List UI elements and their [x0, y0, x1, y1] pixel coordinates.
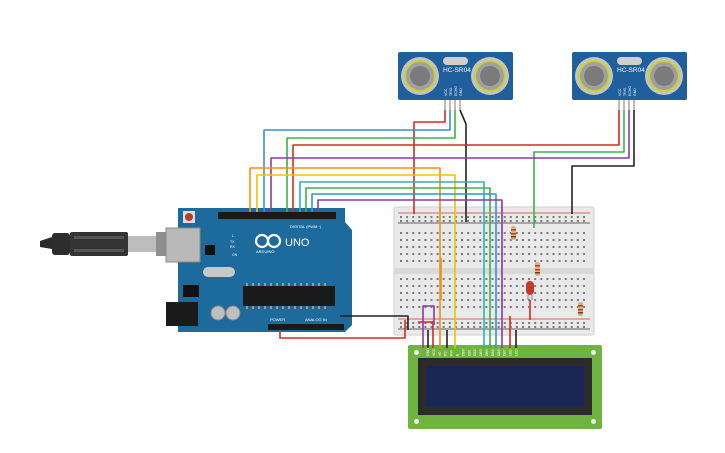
lcd-pin-label: GND — [426, 348, 430, 356]
red-led — [526, 281, 534, 300]
resistor-1 — [511, 226, 516, 240]
lcd-pin-label: DB0 — [461, 349, 465, 356]
digital-header-label: DIGITAL (PWM~) — [290, 224, 322, 229]
sensor-2-pin-trig: TRIG — [623, 87, 627, 96]
lcd-pin-label: LED — [515, 349, 519, 356]
wire-sensor2-gnd — [571, 110, 635, 214]
arduino-logo-icon — [254, 233, 282, 249]
on-led-label: ON — [232, 253, 238, 257]
analog-header-label: ANALOG IN — [305, 317, 327, 322]
resistor-2 — [535, 262, 540, 276]
sensor-1-model-label: HC-SR04 — [443, 67, 471, 74]
lcd-pin-label: E — [456, 353, 460, 356]
tx-led-label: TX — [230, 240, 235, 244]
wire-lcd-db7 — [317, 199, 503, 348]
wire-sensor2-trig — [533, 110, 625, 228]
sensor-2-model-label: HC-SR04 — [617, 67, 645, 74]
sensor-1-pin-gnd: GND — [459, 88, 463, 96]
l-led-label: L — [232, 234, 234, 238]
wire-gnd-black — [340, 315, 409, 330]
wire-lcd-db6 — [311, 193, 497, 348]
lcd-pin-label: LED — [509, 349, 513, 356]
arduino-uno-board: UNO ARDUINO DIGITAL (PWM~) POWER ANALOG … — [165, 208, 352, 332]
wire-lcd-e — [256, 174, 456, 348]
sensor-2-pin-vcc: VCC — [618, 88, 622, 96]
sensor-1-pin-echo: ECHO — [454, 86, 458, 96]
lcd-pin-label: DB1 — [467, 349, 471, 356]
wire-lcd-v0 — [422, 305, 435, 348]
sensor-2-pin-gnd: GND — [633, 88, 637, 96]
lcd-pin-label: DB4 — [485, 349, 489, 356]
lcd-screen — [426, 366, 584, 407]
sensor-1-pin-trig: TRIG — [449, 87, 453, 96]
breadboard — [393, 206, 595, 336]
usb-cable — [40, 232, 182, 256]
ultrasonic-sensor-1: HC-SR04 VCC TRIG ECHO GND — [398, 52, 513, 110]
breadboard-holes — [400, 216, 585, 328]
lcd-pin-label: DB7 — [503, 349, 507, 356]
lcd-pin-label: DB6 — [497, 349, 501, 356]
sensor-2-pin-echo: ECHO — [628, 86, 632, 96]
rx-led-label: RX — [230, 245, 236, 249]
lcd-pin-label: RS — [444, 350, 448, 356]
lcd-pin-label: V0 — [438, 352, 442, 356]
power-header-label: POWER — [270, 317, 285, 322]
arduino-brand-label: ARDUINO — [256, 249, 274, 254]
arduino-model-label: UNO — [285, 237, 310, 249]
lcd-pin-label: VCC — [432, 348, 436, 356]
ultrasonic-sensor-2: HC-SR04 VCC TRIG ECHO GND — [572, 52, 687, 110]
wire-sensor1-trig — [263, 110, 451, 212]
lcd-pin-label: RW — [450, 350, 454, 356]
wire-sensor2-echo — [270, 110, 630, 212]
resistor-3 — [578, 302, 583, 316]
lcd-pin-label: DB5 — [491, 349, 495, 356]
wire-sensor1-gnd — [459, 109, 467, 222]
lcd-pin-label: DB2 — [473, 349, 477, 356]
wires — [249, 109, 635, 348]
wire-sensor2-vcc — [292, 110, 620, 212]
lcd-pin-label: DB3 — [479, 349, 483, 356]
sensor-1-pin-vcc: VCC — [444, 88, 448, 96]
wire-5v-red — [279, 320, 406, 339]
wire-lcd-db5 — [305, 187, 491, 348]
wire-lcd-rs — [249, 167, 441, 348]
wire-lcd-db4 — [299, 181, 485, 348]
